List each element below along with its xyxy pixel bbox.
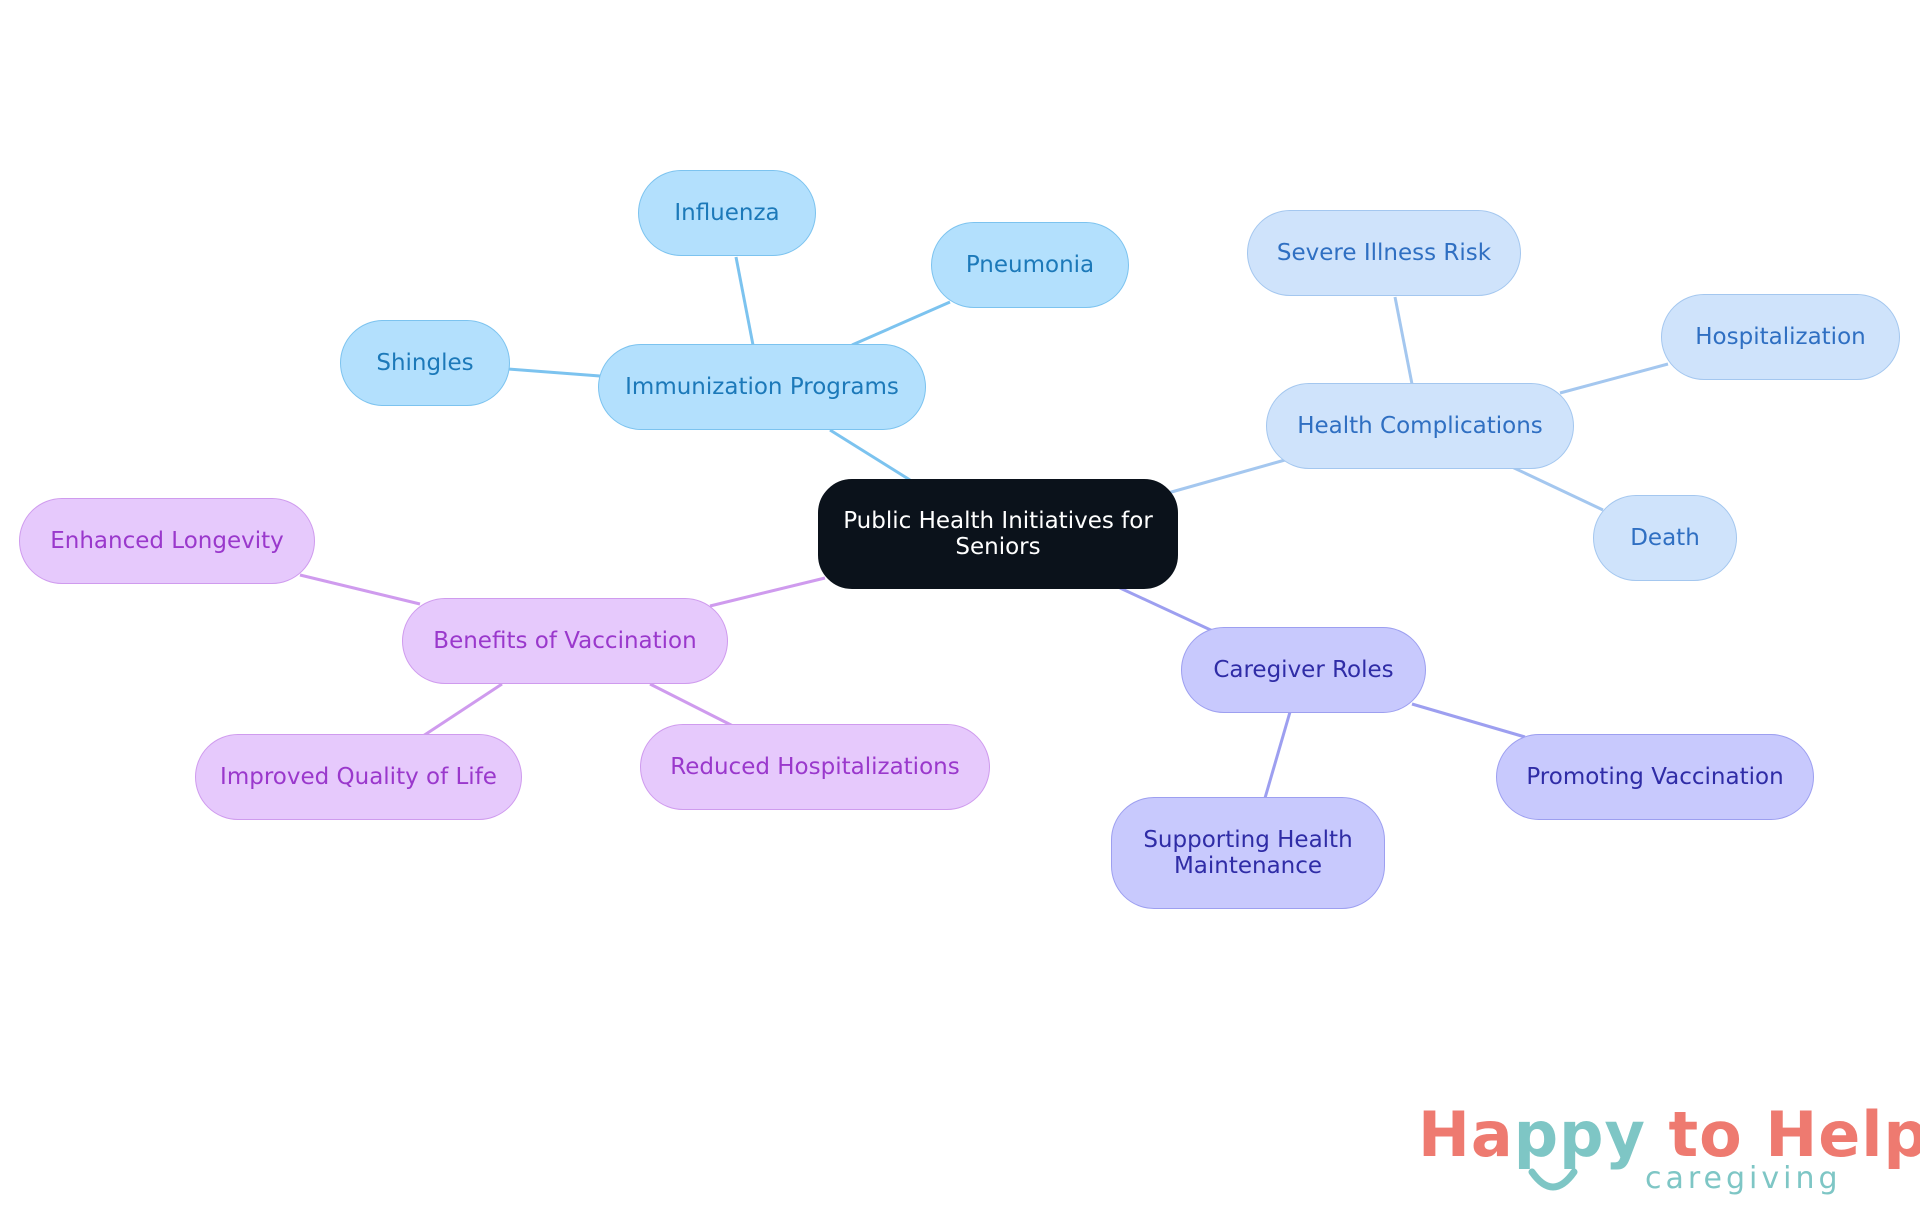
node-promoting-vaccination[interactable]: Promoting Vaccination: [1496, 734, 1814, 820]
edge-root-immunization: [829, 428, 911, 482]
node-label: Promoting Vaccination: [1526, 764, 1784, 790]
node-label: Caregiver Roles: [1213, 657, 1394, 683]
node-label: Hospitalization: [1695, 324, 1866, 350]
node-label: Reduced Hospitalizations: [670, 754, 960, 780]
happy-to-help-logo: Happy to Help caregiving: [1418, 1100, 1920, 1200]
node-label: Supporting Health Maintenance: [1143, 827, 1353, 879]
logo-wordmark: Happy to Help: [1418, 1100, 1920, 1170]
edge-benefits-quality: [422, 682, 503, 738]
node-health-complications[interactable]: Health Complications: [1266, 383, 1574, 469]
node-improved-quality-of-life[interactable]: Improved Quality of Life: [195, 734, 522, 820]
node-label: Immunization Programs: [625, 374, 899, 400]
logo-tagline: caregiving: [1645, 1161, 1842, 1196]
node-enhanced-longevity[interactable]: Enhanced Longevity: [19, 498, 315, 584]
node-label: Death: [1630, 525, 1700, 551]
node-label: Shingles: [376, 350, 474, 376]
node-reduced-hospitalizations[interactable]: Reduced Hospitalizations: [640, 724, 990, 810]
root-node[interactable]: Public Health Initiatives for Seniors: [818, 479, 1178, 589]
smile-icon: [1528, 1168, 1578, 1191]
edge-root-benefits: [709, 576, 826, 608]
edge-benefits-longevity: [299, 573, 421, 606]
node-supporting-health-maintenance[interactable]: Supporting Health Maintenance: [1111, 797, 1385, 909]
edge-complications-severe: [1393, 296, 1414, 385]
edge-immunization-pneumonia: [851, 300, 951, 347]
logo-name-part1: Ha: [1418, 1098, 1514, 1171]
edge-complications-death: [1511, 465, 1604, 512]
edge-root-caregiver: [1119, 586, 1216, 634]
node-death[interactable]: Death: [1593, 495, 1737, 581]
node-label: Severe Illness Risk: [1276, 240, 1492, 266]
edge-caregiver-supporting: [1263, 711, 1292, 799]
node-shingles[interactable]: Shingles: [340, 320, 510, 406]
node-caregiver-roles[interactable]: Caregiver Roles: [1181, 627, 1426, 713]
root-label: Public Health Initiatives for Seniors: [843, 508, 1153, 560]
node-label: Influenza: [674, 200, 780, 226]
edge-benefits-reduced: [649, 682, 734, 728]
edge-immunization-shingles: [507, 367, 601, 378]
logo-name-part3: to Help: [1645, 1098, 1920, 1171]
logo-name-part2: ppy: [1513, 1098, 1646, 1171]
edge-root-complications: [1167, 458, 1286, 495]
node-benefits-of-vaccination[interactable]: Benefits of Vaccination: [402, 598, 728, 684]
edge-immunization-influenza: [734, 256, 755, 346]
node-label: Enhanced Longevity: [50, 528, 284, 554]
node-influenza[interactable]: Influenza: [638, 170, 816, 256]
node-hospitalization[interactable]: Hospitalization: [1661, 294, 1900, 380]
node-pneumonia[interactable]: Pneumonia: [931, 222, 1129, 308]
node-label: Improved Quality of Life: [220, 764, 497, 790]
node-label: Health Complications: [1297, 413, 1543, 439]
node-immunization-programs[interactable]: Immunization Programs: [598, 344, 926, 430]
edge-caregiver-promoting: [1411, 702, 1526, 739]
node-label: Benefits of Vaccination: [433, 628, 697, 654]
node-severe-illness-risk[interactable]: Severe Illness Risk: [1247, 210, 1521, 296]
node-label: Pneumonia: [965, 252, 1095, 278]
edge-complications-hospitalization: [1559, 362, 1669, 395]
